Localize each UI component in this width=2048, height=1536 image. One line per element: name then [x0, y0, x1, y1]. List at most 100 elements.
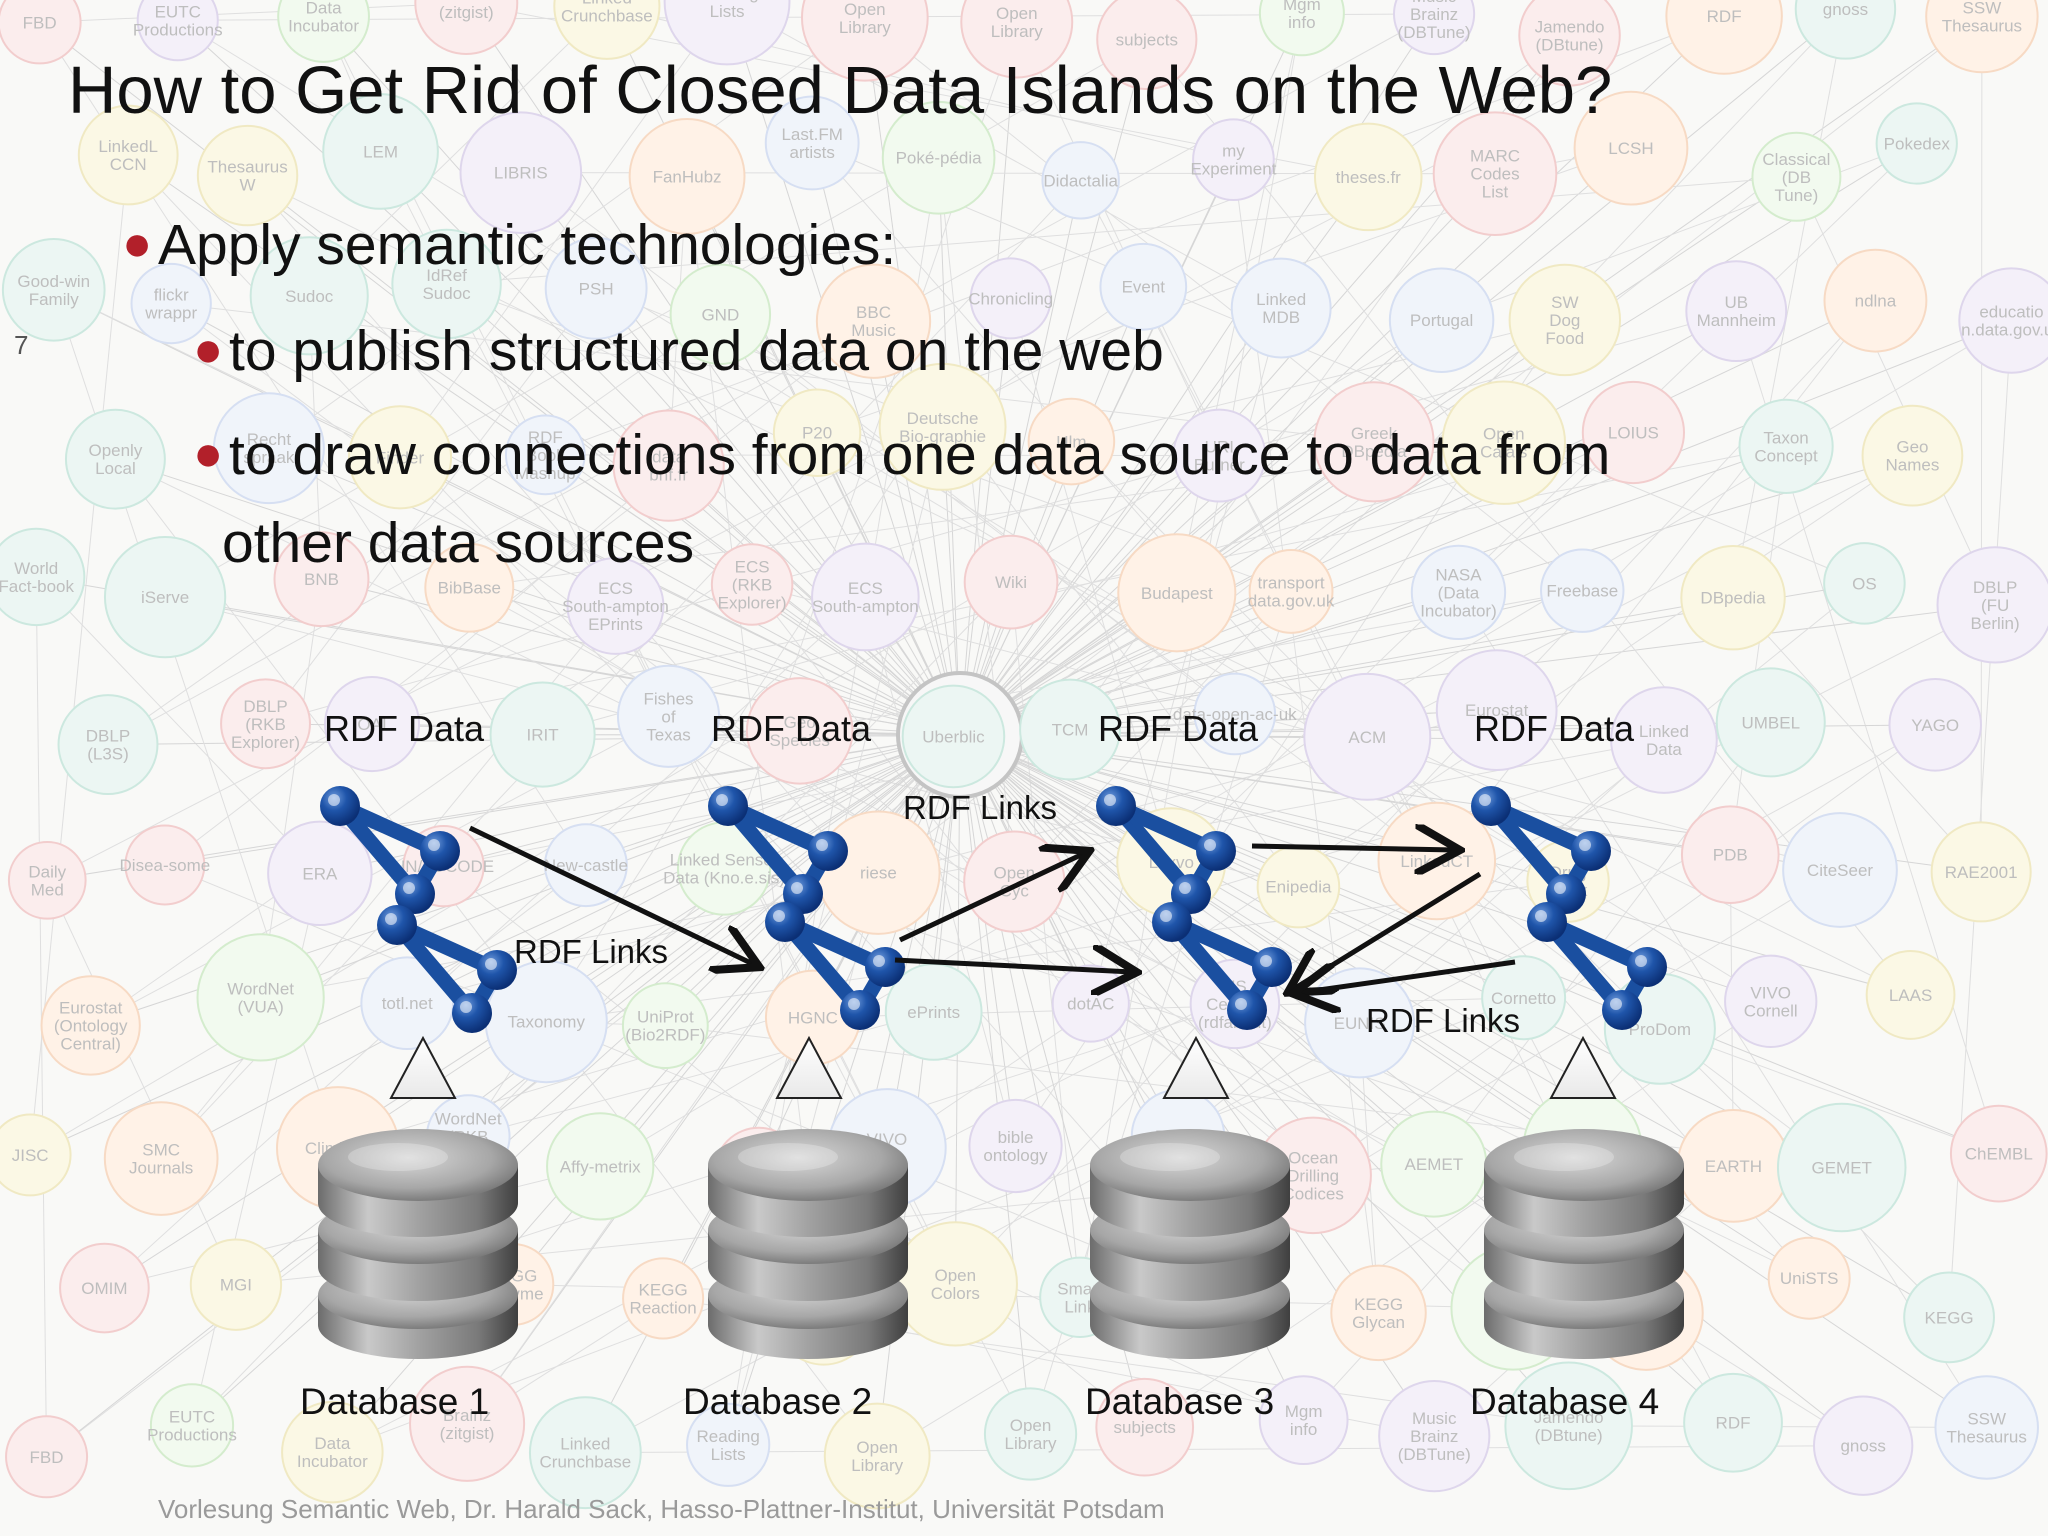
- cloud-bubble: [1680, 805, 1780, 905]
- cloud-bubble-label: UniProt(Bio2RDF): [625, 1008, 705, 1045]
- cloud-bubble-label: ndlna: [1855, 292, 1897, 311]
- cloud-edge: [1146, 39, 1911, 996]
- cloud-bubble: [196, 933, 325, 1062]
- cloud-bubble: [1504, 1361, 1633, 1491]
- cloud-edge: [1010, 582, 1081, 1298]
- cloud-bubble: [1949, 1104, 2048, 1203]
- cloud-bubble-label: Event: [1122, 278, 1166, 297]
- cloud-edge: [959, 734, 1524, 999]
- cloud-bubble-label: DBpedia: [1700, 589, 1766, 608]
- cloud-bubble: [149, 1383, 235, 1468]
- cloud-bubble-label: totl.net: [382, 994, 433, 1013]
- cloud-bubble: [1680, 545, 1786, 651]
- cloud-edge: [164, 596, 1299, 888]
- cloud-bubble: [663, 0, 791, 66]
- cloud-bubble: [1812, 1395, 1914, 1496]
- cloud-edge: [265, 310, 1737, 725]
- cloud-bubble-label: EARTH: [1705, 1157, 1762, 1176]
- triangle-icon: [389, 1035, 457, 1099]
- cloud-bubble: [811, 542, 920, 652]
- cloud-bubble: [1888, 678, 1982, 772]
- cloud-bubble: [1925, 0, 2039, 74]
- cloud-bubble-label: ERA: [302, 864, 338, 883]
- cloud-edge: [585, 734, 961, 866]
- rdf-node-icon-db1-top: [320, 786, 460, 914]
- cloud-bubble: [669, 263, 772, 365]
- cloud-edge: [959, 734, 1032, 1435]
- cloud-bubble: [1665, 0, 1783, 75]
- cloud-bubble: [815, 263, 932, 379]
- cloud-bubble-label: dotAC: [1067, 995, 1114, 1014]
- triangle-icon: [1549, 1035, 1617, 1099]
- cloud-edge: [864, 17, 1583, 592]
- cloud-bubble-label: OS: [1852, 574, 1877, 593]
- cloud-bubble: [878, 362, 1007, 491]
- cloud-bubble: [546, 1112, 655, 1221]
- cloud-bubble: [5, 1415, 89, 1499]
- bullet-dot: ●: [122, 215, 153, 271]
- bullet-sub-connections-line2: other data sources: [222, 511, 695, 575]
- cloud-bubble-label: Budapest: [1141, 584, 1213, 603]
- cloud-edge: [751, 584, 1179, 1137]
- cloud-bubble: [1683, 1372, 1783, 1473]
- cloud-edge: [308, 5, 608, 297]
- cloud-edge: [443, 734, 961, 867]
- cloud-edge: [371, 445, 1787, 725]
- cloud-bubble-label: Affy-metrix: [560, 1157, 641, 1176]
- cloud-bubble-label: PDB: [1713, 846, 1748, 865]
- cloud-bubble: [1875, 102, 1958, 185]
- cloud-edge: [959, 298, 1012, 736]
- cloud-bubble-label: LEM: [363, 142, 398, 161]
- cloud-bubble: [1934, 1375, 2039, 1480]
- cloud-bubble: [360, 956, 455, 1050]
- cloud-bubble: [983, 1387, 1078, 1481]
- cloud-bubble-label: CiteSeer: [1807, 861, 1873, 880]
- cloud-bubble: [1388, 267, 1495, 373]
- cloud-bubble: [414, 0, 519, 56]
- cloud-edge: [959, 734, 1081, 1298]
- rdf-link-arrow: [1251, 846, 1455, 850]
- cloud-bubble: [1378, 1380, 1491, 1493]
- cloud-edge: [959, 300, 1876, 736]
- cloud-edge: [799, 730, 1314, 1176]
- cloud-bubble-label: TCM: [1052, 720, 1089, 739]
- cloud-edge: [371, 465, 670, 725]
- cloud-edge: [873, 321, 961, 736]
- cloud-edge: [812, 1017, 1031, 1435]
- cloud-bubble-label: Pokedex: [1884, 134, 1951, 153]
- cloud-bubble-label: FBD: [23, 13, 57, 32]
- slide-number: 7: [14, 330, 29, 360]
- triangle-icon: [775, 1035, 843, 1099]
- cloud-bubble: [1776, 1102, 1907, 1233]
- cloud-bubble: [40, 975, 141, 1076]
- cloud-bubble: [1481, 955, 1567, 1041]
- cloud-bubble: [616, 664, 721, 768]
- cloud-bubble: [1330, 1264, 1427, 1362]
- cloud-edge: [164, 864, 1236, 1305]
- cloud-bubble: [1041, 141, 1120, 220]
- cloud-bubble: [1393, 0, 1476, 56]
- cloud-bubble-label: ePrints: [907, 1003, 960, 1022]
- cloud-bubble: [1936, 546, 2048, 664]
- cloud-bubble: [0, 0, 82, 65]
- cloud-edge: [595, 288, 961, 736]
- cloud-edge: [107, 313, 721, 745]
